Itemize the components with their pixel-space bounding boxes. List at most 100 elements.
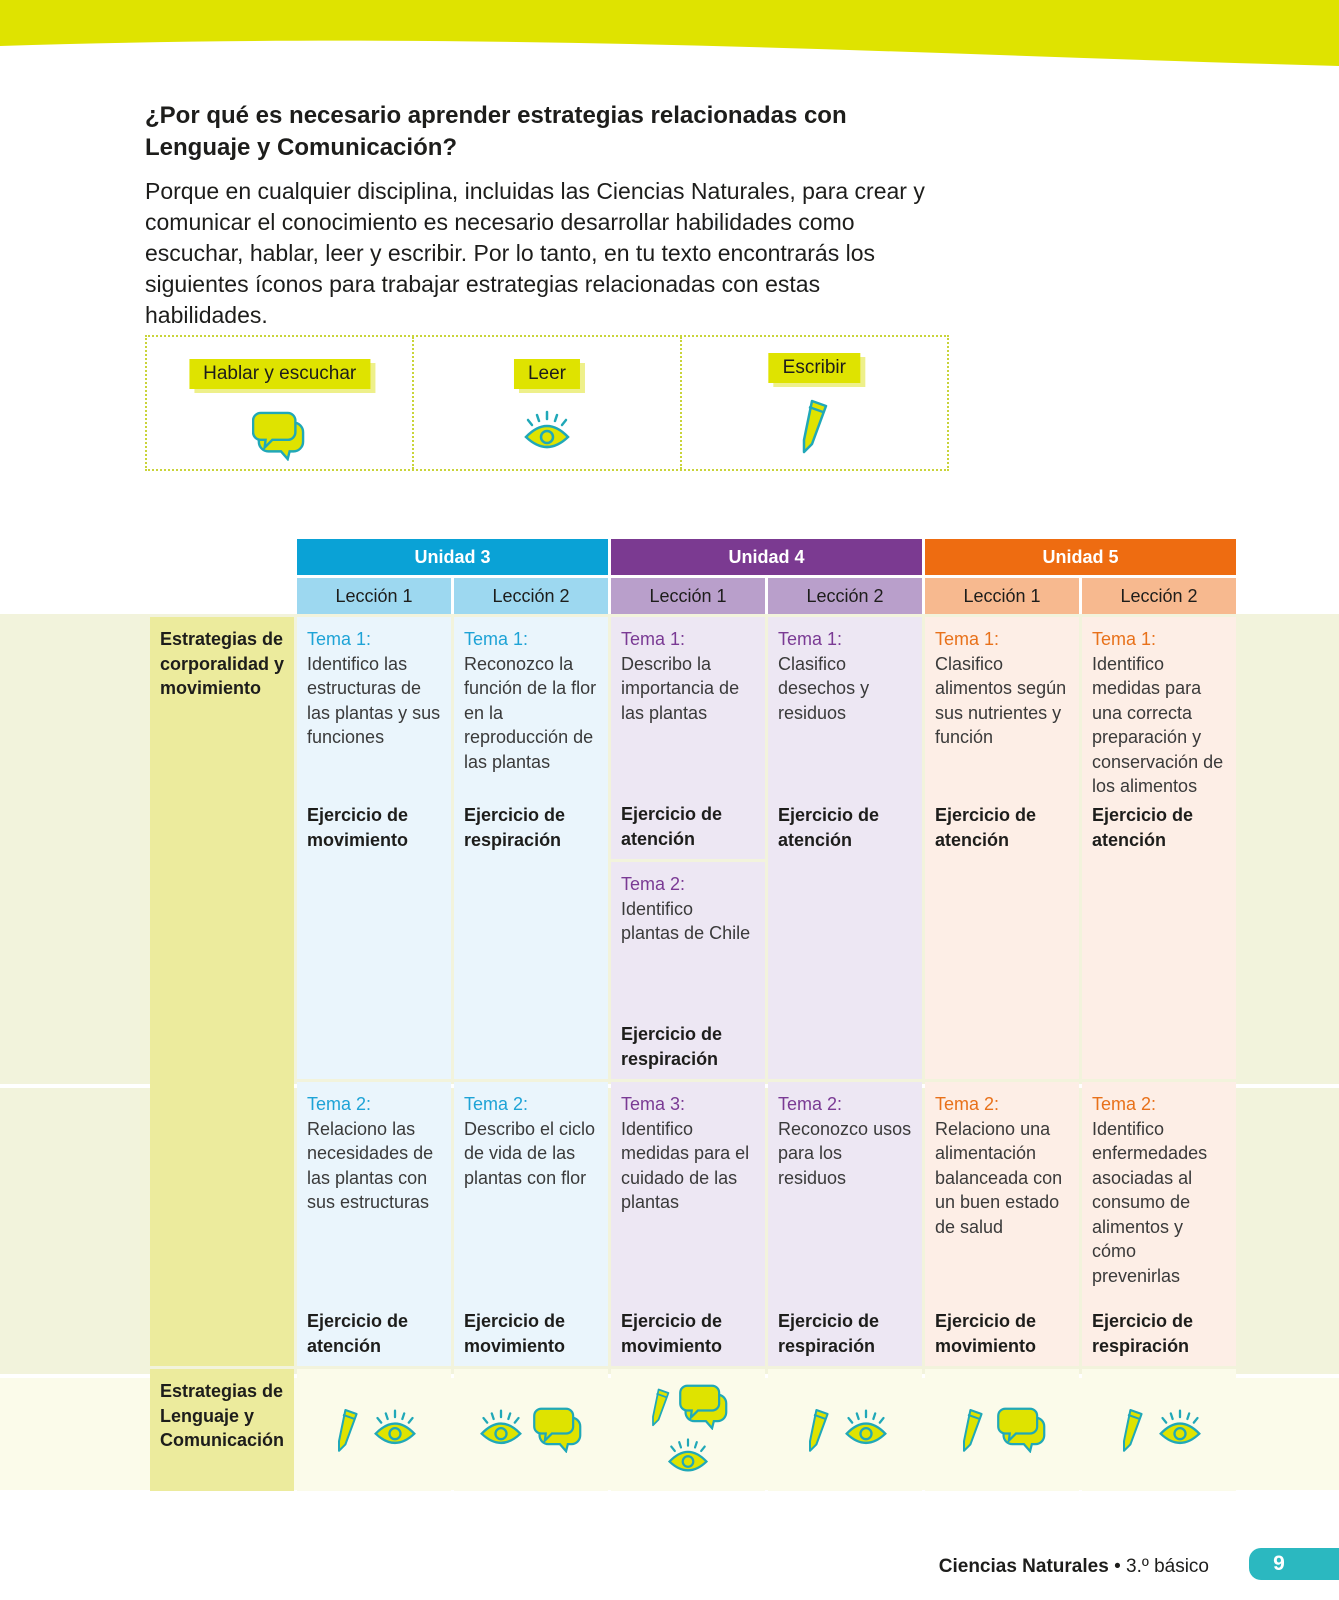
lesson-strategy-table: Unidad 3 Unidad 4 Unidad 5 Lección 1 Lec… <box>147 536 1239 1494</box>
lesson-header: Lección 2 <box>768 578 923 614</box>
exercise-label: Ejercicio de atención <box>621 804 723 849</box>
topic-cell: Tema 1: Clasifico desechos y residuos Ej… <box>768 617 923 1079</box>
speech-bubbles-icon <box>251 411 304 461</box>
topic-description: Relaciono las necesidades de las plantas… <box>307 1118 434 1213</box>
topic-description: Clasifico desechos y residuos <box>778 653 870 723</box>
pencil-icon <box>651 1388 669 1427</box>
blank-corner <box>150 578 294 614</box>
lesson-header: Lección 2 <box>454 578 609 614</box>
footer-separator: • <box>1114 1556 1121 1577</box>
topic-cell: Tema 2: Reconozco usos para los residuos… <box>768 1082 923 1366</box>
language-icons-cell <box>768 1369 923 1491</box>
topic-cell: Tema 1: Identifico medidas para una corr… <box>1082 617 1237 1079</box>
unit-header: Unidad 3 <box>297 539 609 575</box>
topic-description: Identifico medidas para el cuidado de la… <box>621 1118 750 1213</box>
topic-number: Tema 1: <box>464 629 529 649</box>
speech-bubbles-icon <box>532 1407 581 1453</box>
lesson-header: Lección 1 <box>925 578 1080 614</box>
exercise-label: Ejercicio de respiración <box>464 805 566 850</box>
eye-icon <box>480 1409 521 1445</box>
page-footer: Ciencias Naturales • 3.º básico <box>939 1556 1209 1578</box>
topic-number: Tema 1: <box>307 629 372 649</box>
pencil-icon <box>337 1409 358 1452</box>
topic-number: Tema 2: <box>464 1094 529 1114</box>
topic-cell: Tema 2: Describo el ciclo de vida de las… <box>454 1082 609 1366</box>
topic-cell: Tema 1: Identifico las estructuras de la… <box>297 617 452 1079</box>
pencil-icon <box>1122 1409 1143 1452</box>
exercise-label: Ejercicio de respiración <box>621 1024 723 1069</box>
exercise-label: Ejercicio de movimiento <box>621 1311 723 1356</box>
exercise-label: Ejercicio de atención <box>1092 805 1194 850</box>
speech-bubbles-icon <box>996 1407 1045 1453</box>
eye-icon <box>668 1438 708 1472</box>
pencil-icon <box>808 1409 829 1452</box>
topic-number: Tema 2: <box>935 1094 1000 1114</box>
exercise-label: Ejercicio de atención <box>307 1311 409 1356</box>
topic-cell: Tema 2: Identifico enfermedades asociada… <box>1082 1082 1237 1366</box>
topic-number: Tema 1: <box>1092 629 1157 649</box>
legend-hablar-escuchar: Hablar y escuchar <box>147 337 415 469</box>
topic-cell: Tema 2: Relaciono las necesidades de las… <box>297 1082 452 1366</box>
unit-header: Unidad 4 <box>611 539 923 575</box>
row-label-lenguaje: Estrategias de Lenguaje y Comunicación <box>150 1369 295 1491</box>
section-question: ¿Por qué es necesario aprender estrategi… <box>145 102 847 161</box>
lesson-header: Lección 1 <box>297 578 452 614</box>
topic-description: Reconozco la función de la flor en la re… <box>464 653 597 772</box>
topic-number: Tema 3: <box>621 1094 686 1114</box>
legend-escribir: Escribir <box>682 337 947 469</box>
language-icons-cell <box>454 1369 609 1491</box>
icon-legend: Hablar y escuchar Leer Escribir <box>145 335 949 471</box>
eye-icon <box>524 410 570 449</box>
topic-number: Tema 1: <box>935 629 1000 649</box>
topic-cell: Tema 1: Describo la importancia de las p… <box>611 617 766 859</box>
topic-description: Identifico enfermedades asociadas al con… <box>1092 1118 1208 1286</box>
eye-icon <box>374 1409 415 1445</box>
language-icons-cell <box>611 1369 766 1491</box>
speech-bubbles-icon <box>678 1384 727 1430</box>
footer-grade: 3.º básico <box>1126 1556 1209 1577</box>
topic-description: Relaciono una alimentación balanceada co… <box>935 1118 1063 1237</box>
exercise-label: Ejercicio de movimiento <box>307 805 409 850</box>
exercise-label: Ejercicio de atención <box>778 805 880 850</box>
blank-corner <box>150 539 294 575</box>
language-icons-cell <box>925 1369 1080 1491</box>
pencil-icon <box>962 1409 983 1452</box>
page-number: 9 <box>1249 1548 1339 1580</box>
legend-leer: Leer <box>414 337 682 469</box>
topic-description: Identifico plantas de Chile <box>621 898 751 944</box>
topic-description: Identifico medidas para una correcta pre… <box>1092 653 1224 797</box>
topic-description: Describo el ciclo de vida de las plantas… <box>464 1118 596 1188</box>
exercise-label: Ejercicio de movimiento <box>464 1311 566 1356</box>
topic-cell: Tema 3: Identifico medidas para el cuida… <box>611 1082 766 1366</box>
topic-description: Describo la importancia de las plantas <box>621 653 740 723</box>
intro-paragraph: Porque en cualquier disciplina, incluida… <box>145 178 925 328</box>
topic-number: Tema 1: <box>621 629 686 649</box>
lesson-header: Lección 1 <box>611 578 766 614</box>
topic-number: Tema 1: <box>778 629 843 649</box>
eye-icon <box>1159 1409 1200 1445</box>
unit-header: Unidad 5 <box>925 539 1237 575</box>
exercise-label: Ejercicio de atención <box>935 805 1037 850</box>
topic-number: Tema 2: <box>307 1094 372 1114</box>
topic-cell: Tema 1: Reconozco la función de la flor … <box>454 617 609 1079</box>
topic-description: Clasifico alimentos según sus nutrientes… <box>935 653 1067 748</box>
legend-label: Escribir <box>768 353 860 383</box>
row-label-corporalidad: Estrategias de corporalidad y movimiento <box>150 617 295 1366</box>
legend-label: Leer <box>513 359 580 389</box>
lesson-header: Lección 2 <box>1082 578 1237 614</box>
topic-cell: Tema 1: Clasifico alimentos según sus nu… <box>925 617 1080 1079</box>
pencil-icon <box>803 399 828 454</box>
language-icons-cell <box>1082 1369 1237 1491</box>
exercise-label: Ejercicio de respiración <box>778 1311 880 1356</box>
topic-cell: Tema 2: Identifico plantas de Chile Ejer… <box>611 862 766 1079</box>
legend-label: Hablar y escuchar <box>189 359 371 389</box>
language-icons-cell <box>297 1369 452 1491</box>
topic-number: Tema 2: <box>1092 1094 1157 1114</box>
eye-icon <box>845 1409 886 1445</box>
exercise-label: Ejercicio de respiración <box>1092 1311 1194 1356</box>
exercise-label: Ejercicio de movimiento <box>935 1311 1037 1356</box>
topic-number: Tema 2: <box>621 874 686 894</box>
topic-description: Identifico las estructuras de las planta… <box>307 653 441 748</box>
footer-subject: Ciencias Naturales <box>938 1556 1109 1577</box>
topic-cell: Tema 2: Relaciono una alimentación balan… <box>925 1082 1080 1366</box>
